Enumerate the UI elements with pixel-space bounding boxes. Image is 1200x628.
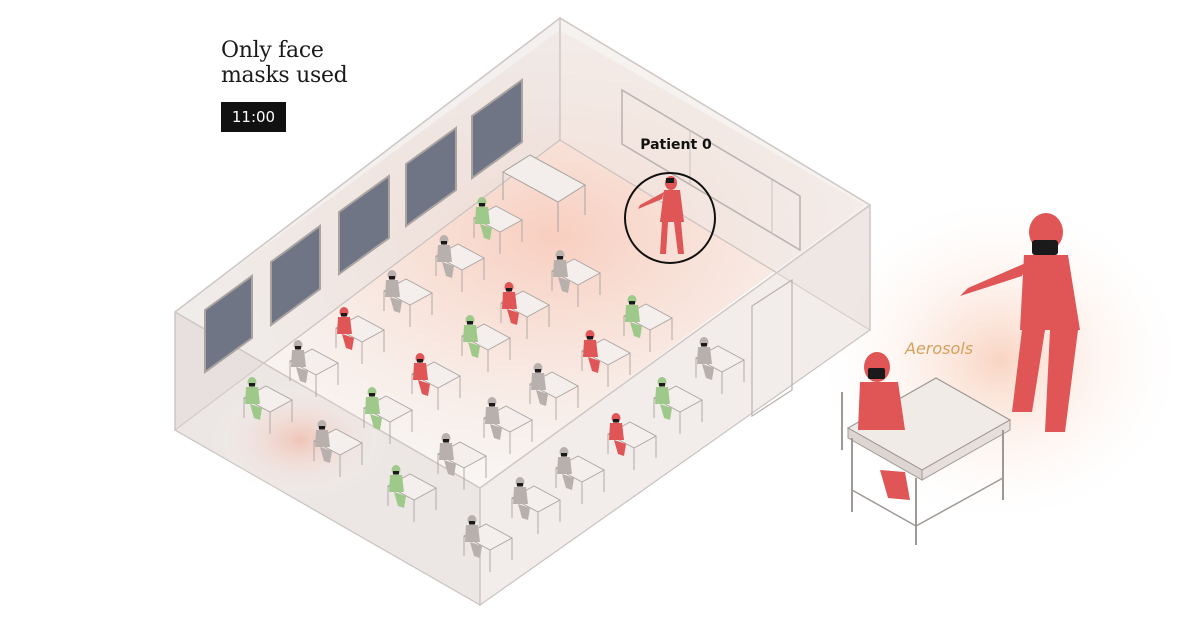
patient-zero-figure	[638, 176, 684, 254]
closeup-teacher	[960, 213, 1080, 432]
student-at-desk	[500, 282, 550, 339]
title-line-2: masks used	[221, 63, 348, 88]
student-at-desk	[335, 307, 385, 364]
closeup-desk	[846, 377, 1012, 545]
student-at-desk	[511, 477, 561, 534]
student-at-desk	[623, 295, 673, 352]
student-at-desk	[551, 250, 601, 307]
student-at-desk	[435, 235, 485, 292]
student-at-desk	[653, 377, 703, 434]
student-at-desk	[581, 330, 631, 387]
patient-zero-highlight	[624, 172, 716, 264]
title-line-1: Only face	[221, 38, 324, 63]
aerosols-label: Aerosols	[905, 339, 974, 358]
student-at-desk	[411, 353, 461, 410]
student-at-desk	[555, 447, 605, 504]
time-badge: 11:00	[221, 102, 286, 132]
student-at-desk	[387, 465, 437, 522]
teacher-desk	[502, 154, 586, 232]
student-at-desk	[461, 315, 511, 372]
patient-zero-label: Patient 0	[640, 137, 712, 153]
windows	[204, 78, 523, 374]
student-at-desk	[463, 515, 513, 572]
door	[751, 278, 793, 418]
student-at-desk	[695, 337, 745, 394]
student-at-desk	[289, 340, 339, 397]
student-at-desk	[483, 397, 533, 454]
panel-title: Only face masks used	[221, 38, 441, 88]
student-at-desk	[529, 363, 579, 420]
student-at-desk	[243, 377, 293, 434]
closeup-seated-student	[841, 352, 910, 500]
student-at-desk	[473, 197, 523, 254]
student-at-desk	[313, 420, 363, 477]
whiteboard	[621, 88, 801, 252]
student-at-desk	[437, 433, 487, 490]
students	[243, 197, 745, 572]
student-at-desk	[383, 270, 433, 327]
student-at-desk	[363, 387, 413, 444]
student-at-desk	[607, 413, 657, 470]
